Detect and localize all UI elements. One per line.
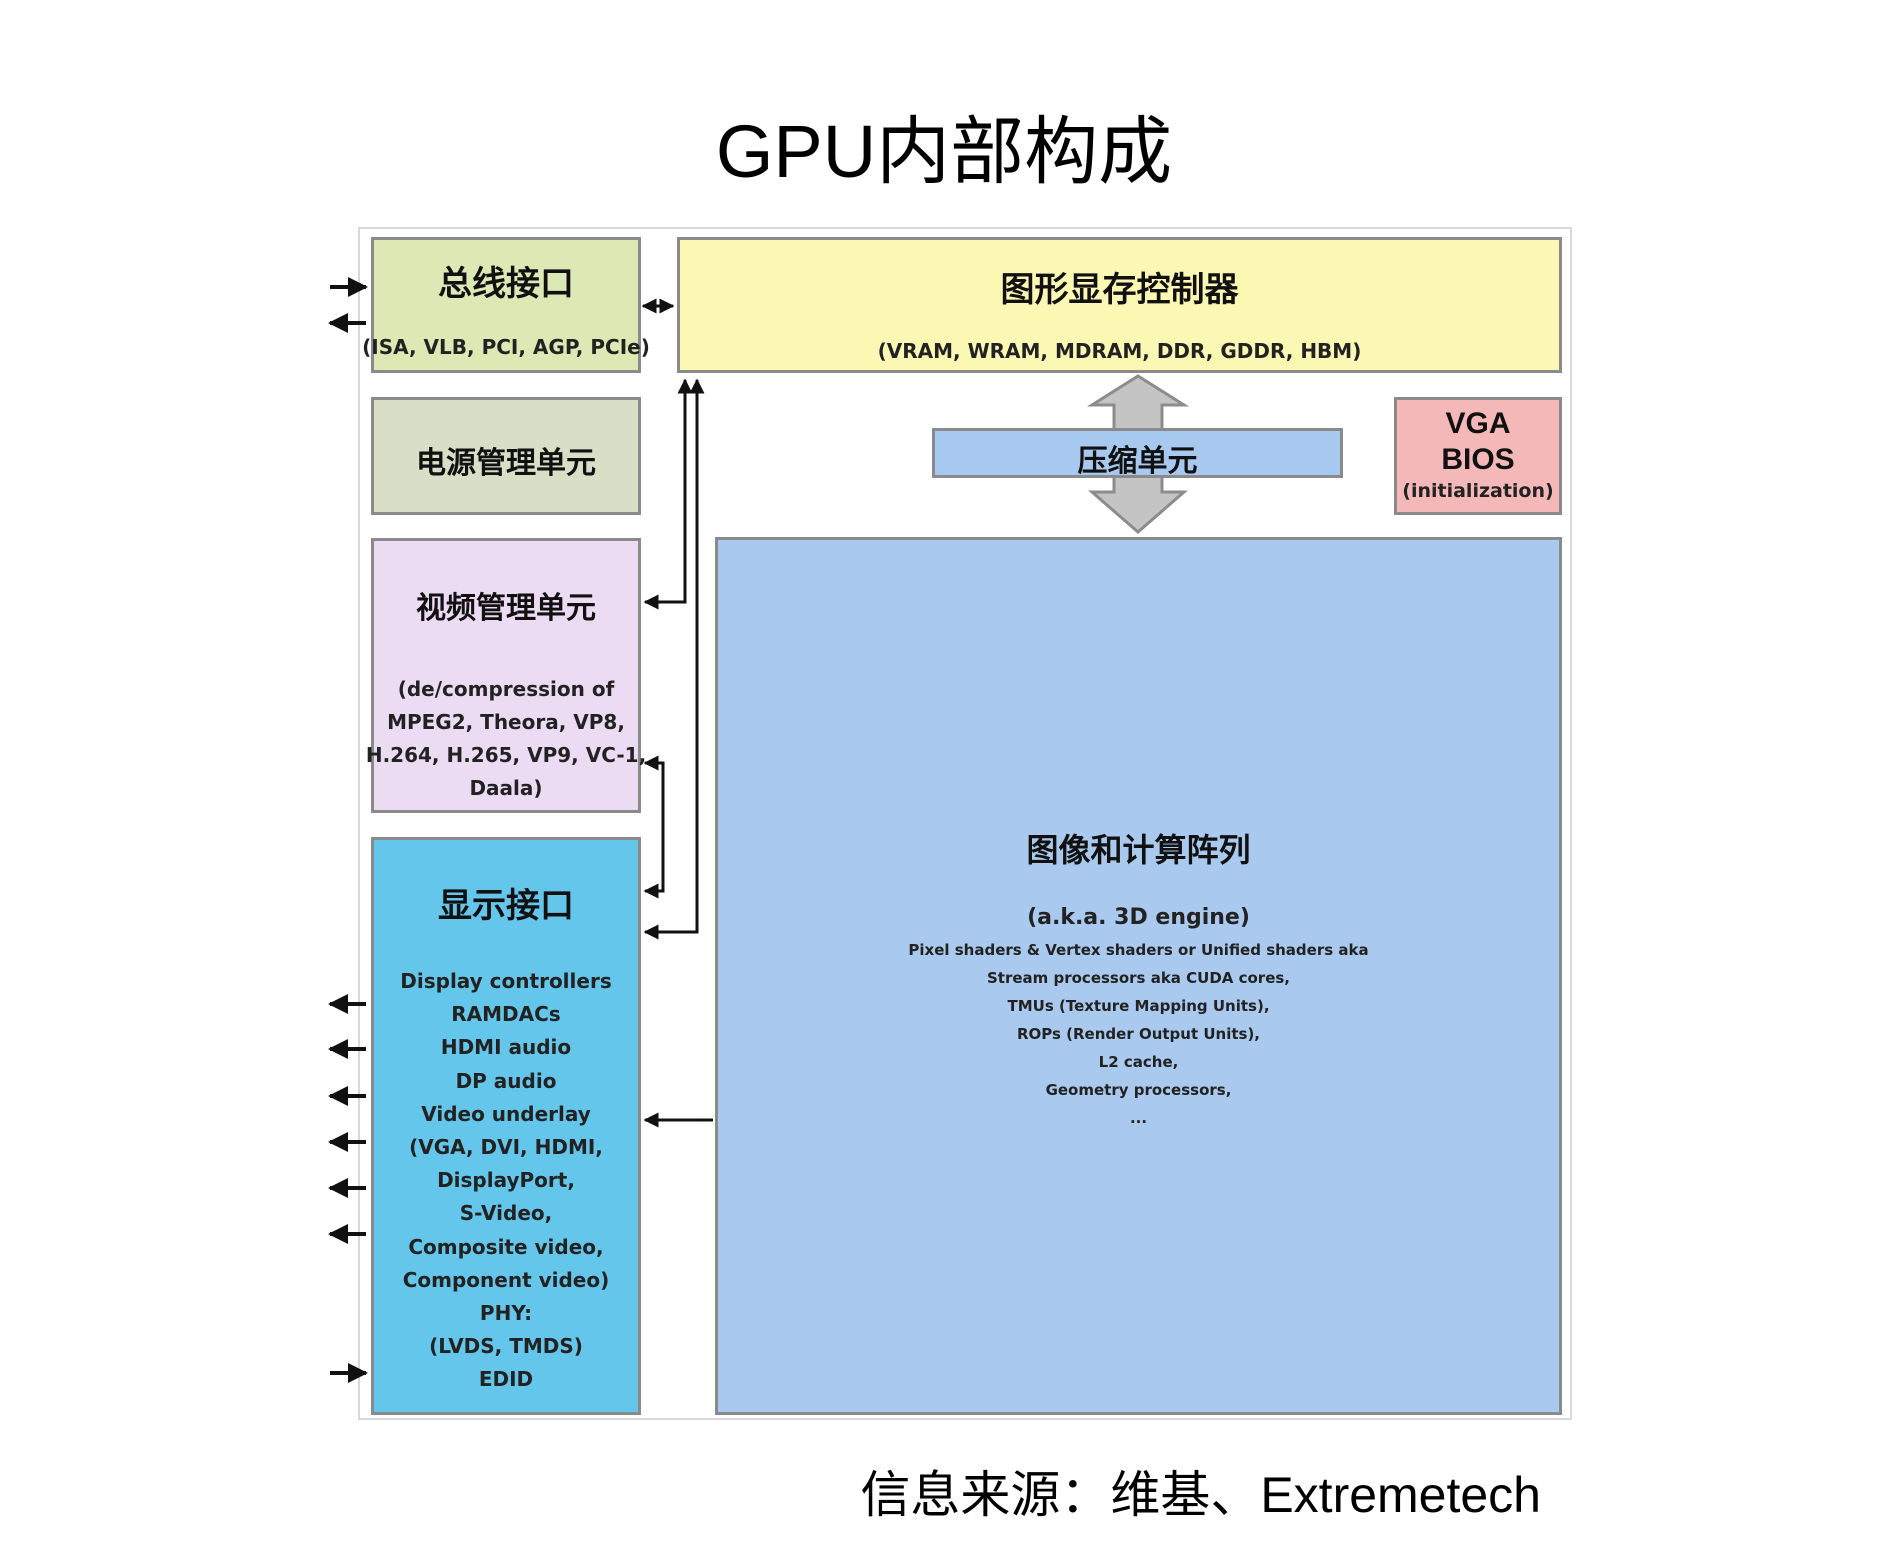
video-management-box: 视频管理单元 (de/compression of MPEG2, Theora,… bbox=[366, 538, 646, 813]
vga-bios-line2: BIOS bbox=[1441, 443, 1515, 476]
video-line: (de/compression of bbox=[397, 677, 615, 701]
vga-bios-line3: (initialization) bbox=[1402, 480, 1554, 502]
display-interface-details: Display controllers RAMDACs HDMI audio D… bbox=[374, 965, 638, 1397]
display-line: RAMDACs bbox=[451, 1002, 561, 1027]
display-line: DisplayPort, bbox=[437, 1168, 575, 1193]
video-management-details: (de/compression of MPEG2, Theora, VP8, H… bbox=[360, 673, 652, 805]
video-line: H.264, H.265, VP9, VC-1, bbox=[365, 743, 647, 767]
display-line: EDID bbox=[478, 1367, 534, 1392]
display-line: S-Video, bbox=[459, 1201, 553, 1226]
vga-bios-box: VGA BIOS (initialization) bbox=[1394, 397, 1562, 515]
compute-array-line: ... bbox=[1129, 1109, 1148, 1127]
page-title: GPU内部构成 bbox=[715, 110, 1173, 193]
compute-array-title: 图像和计算阵列 bbox=[1026, 831, 1251, 869]
display-line: HDMI audio bbox=[440, 1035, 572, 1060]
display-line: PHY: bbox=[479, 1301, 533, 1326]
video-line: Daala) bbox=[469, 776, 543, 800]
memory-controller-box: 图形显存控制器 (VRAM, WRAM, MDRAM, DDR, GDDR, H… bbox=[677, 237, 1562, 373]
memory-controller-subtitle: (VRAM, WRAM, MDRAM, DDR, GDDR, HBM) bbox=[877, 339, 1362, 363]
display-line: DP audio bbox=[455, 1068, 557, 1093]
compute-array-details: Pixel shaders & Vertex shaders or Unifie… bbox=[718, 936, 1559, 1132]
video-display-arrow bbox=[643, 755, 665, 899]
display-line: Component video) bbox=[402, 1267, 610, 1292]
display-interface-box: 显示接口 Display controllers RAMDACs HDMI au… bbox=[371, 837, 641, 1415]
compute-array-line: Stream processors aka CUDA cores, bbox=[986, 969, 1291, 987]
vga-bios-line1: VGA bbox=[1445, 407, 1511, 440]
bus-interface-box: 总线接口 (ISA, VLB, PCI, AGP, PCIe) bbox=[362, 237, 650, 373]
power-management-title: 电源管理单元 bbox=[416, 446, 596, 481]
compression-unit-box: 压缩单元 bbox=[932, 428, 1343, 479]
video-line: MPEG2, Theora, VP8, bbox=[387, 710, 625, 734]
compression-unit-title: 压缩单元 bbox=[1077, 444, 1198, 479]
memctrl-display-arrow bbox=[643, 378, 705, 940]
memory-controller-title: 图形显存控制器 bbox=[1000, 270, 1239, 310]
compute-array-box: 图像和计算阵列 (a.k.a. 3D engine) Pixel shaders… bbox=[715, 537, 1562, 1415]
compute-array-line: Pixel shaders & Vertex shaders or Unifie… bbox=[908, 941, 1369, 959]
source-note: 信息来源：维基、Extremetech bbox=[860, 1467, 1541, 1523]
compute-array-line: TMUs (Texture Mapping Units), bbox=[1007, 997, 1270, 1015]
display-line: (LVDS, TMDS) bbox=[429, 1334, 583, 1359]
display-line: Composite video, bbox=[408, 1234, 604, 1259]
display-line: Video underlay bbox=[421, 1101, 591, 1126]
compute-array-subtitle: (a.k.a. 3D engine) bbox=[1027, 905, 1250, 930]
compute-array-line: L2 cache, bbox=[1098, 1053, 1179, 1071]
display-line: Display controllers bbox=[400, 969, 612, 993]
compute-array-line: ROPs (Render Output Units), bbox=[1016, 1025, 1261, 1043]
video-management-title: 视频管理单元 bbox=[416, 591, 596, 626]
power-management-box: 电源管理单元 bbox=[371, 397, 641, 515]
memctrl-video-arrow bbox=[643, 378, 693, 610]
bus-interface-subtitle: (ISA, VLB, PCI, AGP, PCIe) bbox=[362, 335, 650, 359]
display-interface-title: 显示接口 bbox=[438, 886, 574, 926]
bus-interface-title: 总线接口 bbox=[438, 264, 574, 304]
compute-array-line: Geometry processors, bbox=[1045, 1081, 1232, 1099]
display-line: (VGA, DVI, HDMI, bbox=[409, 1135, 603, 1160]
